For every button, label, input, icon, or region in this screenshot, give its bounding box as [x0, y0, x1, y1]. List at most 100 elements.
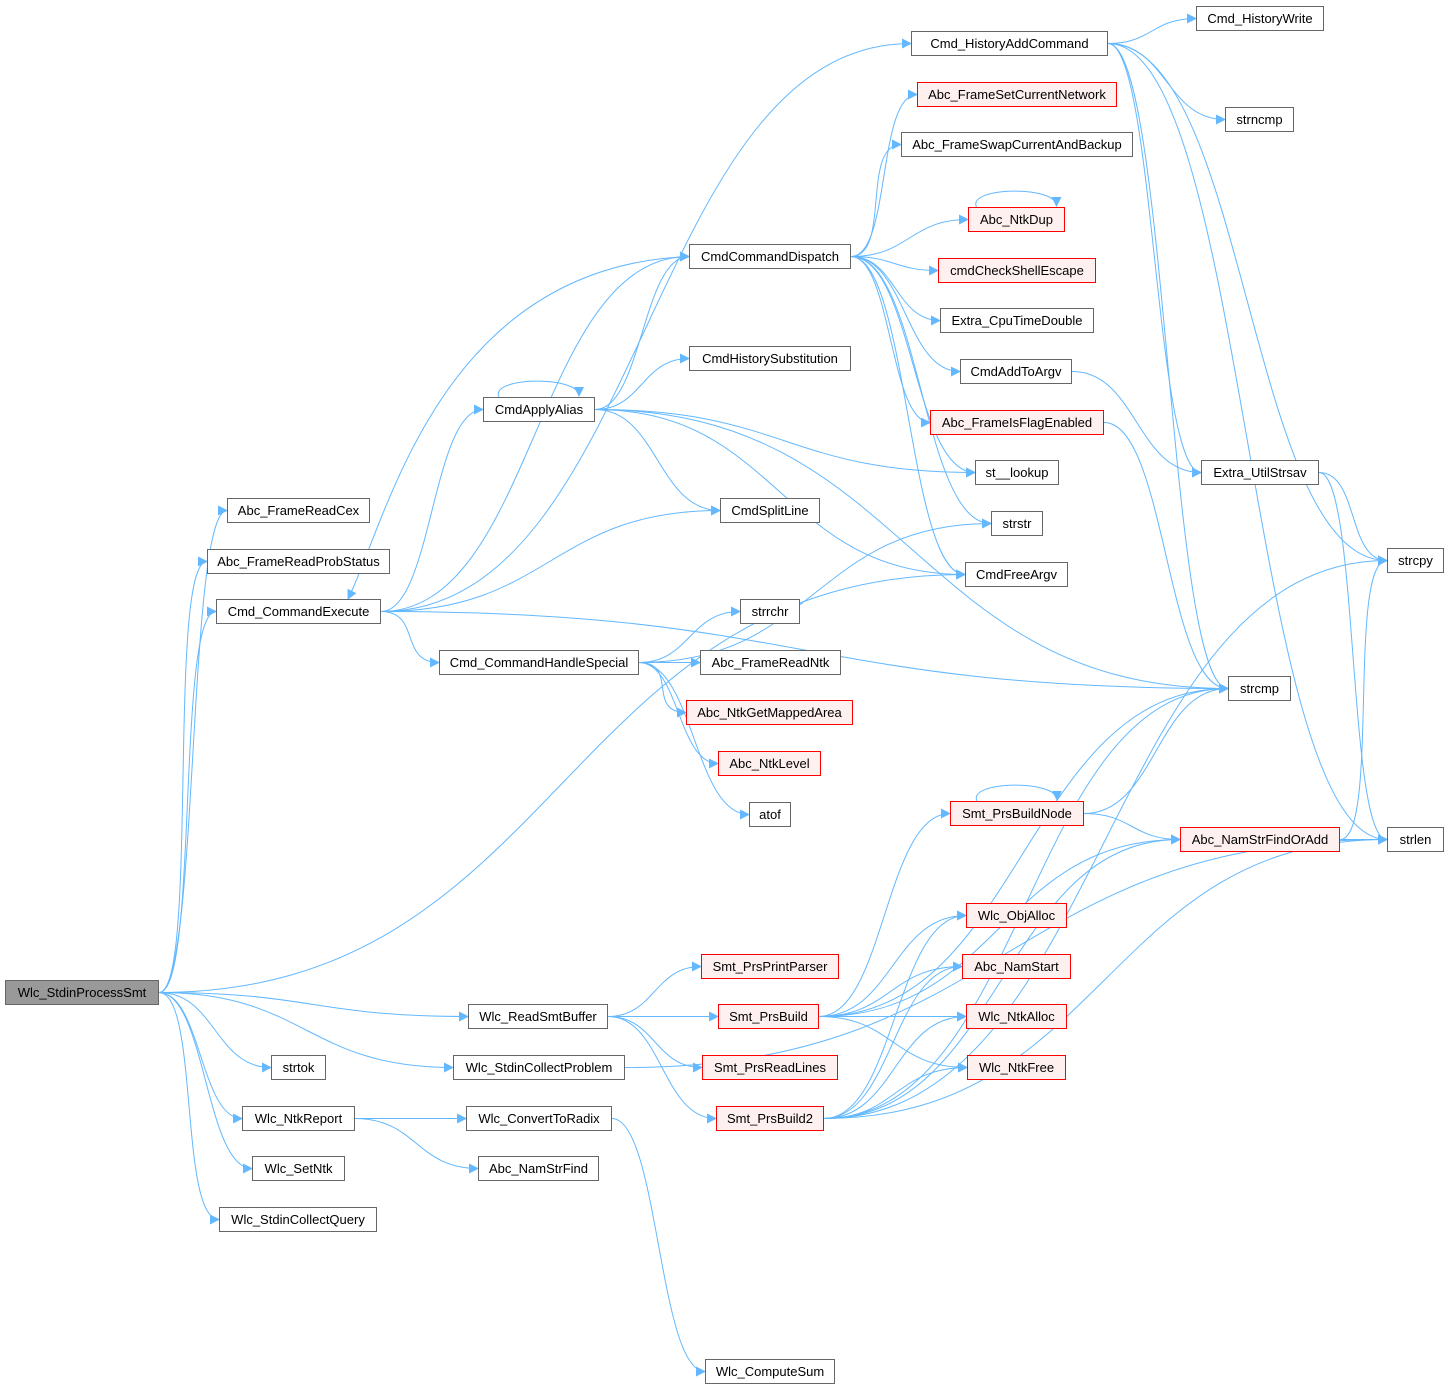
- edge-cmd-command-dispatch-to-abc-ntk-dup: [850, 214, 969, 257]
- node-abc-nam-start[interactable]: Abc_NamStart: [962, 954, 1071, 979]
- edge-smt-prs-build-node-to-strcmp: [1083, 683, 1229, 814]
- edge-cmd-command-dispatch-to-cmd-add-to-argv: [850, 256, 961, 377]
- edge-cmd-command-execute-to-cmd-split-line: [380, 505, 721, 612]
- node-extra-util-strsav[interactable]: Extra_UtilStrsav: [1201, 460, 1319, 485]
- edge-wlc-stdin-process-smt-to-wlc-read-smt-buffer: [158, 992, 469, 1022]
- edge-smt-prs-build2-to-strlen: [823, 834, 1388, 1119]
- node-cmd-history-substitution[interactable]: CmdHistorySubstitution: [689, 346, 851, 371]
- node-abc-frame-read-cex[interactable]: Abc_FrameReadCex: [227, 498, 370, 523]
- node-wlc-stdin-collect-query[interactable]: Wlc_StdinCollectQuery: [219, 1207, 377, 1232]
- node-extra-cpu-time-double[interactable]: Extra_CpuTimeDouble: [940, 308, 1094, 333]
- node-cmd-apply-alias[interactable]: CmdApplyAlias: [483, 397, 595, 422]
- node-abc-nam-str-find[interactable]: Abc_NamStrFind: [478, 1156, 599, 1181]
- edge-cmd-command-dispatch-to-cmd-check-shell-escape: [850, 256, 939, 276]
- node-cmd-history-add-command[interactable]: Cmd_HistoryAddCommand: [911, 31, 1108, 56]
- node-abc-frame-is-flag-enabled[interactable]: Abc_FrameIsFlagEnabled: [930, 410, 1104, 435]
- node-wlc-set-ntk[interactable]: Wlc_SetNtk: [252, 1156, 345, 1181]
- edge-abc-ntk-dup-to-abc-ntk-dup: [975, 190, 1062, 208]
- edge-smt-prs-build2-to-wlc-ntk-alloc: [823, 1011, 967, 1119]
- edge-abc-frame-is-flag-enabled-to-strcmp: [1103, 422, 1229, 694]
- node-wlc-convert-to-radix[interactable]: Wlc_ConvertToRadix: [466, 1106, 612, 1131]
- node-strtok[interactable]: strtok: [271, 1055, 326, 1080]
- node-smt-prs-build-node[interactable]: Smt_PrsBuildNode: [950, 801, 1084, 826]
- edge-cmd-command-dispatch-to-abc-frame-swap-current-and-backup: [850, 139, 902, 257]
- edge-cmd-command-dispatch-to-cmd-command-execute: [347, 256, 690, 600]
- edge-extra-util-strsav-to-strcpy: [1318, 472, 1388, 566]
- edge-wlc-stdin-process-smt-to-wlc-set-ntk: [158, 992, 253, 1174]
- node-abc-ntk-dup[interactable]: Abc_NtkDup: [968, 207, 1065, 232]
- edge-wlc-read-smt-buffer-to-smt-prs-print-parser: [607, 961, 702, 1017]
- edge-cmd-command-execute-to-cmd-history-add-command: [380, 38, 912, 612]
- node-wlc-stdin-process-smt[interactable]: Wlc_StdinProcessSmt: [5, 980, 159, 1005]
- node-smt-prs-build2[interactable]: Smt_PrsBuild2: [716, 1106, 824, 1131]
- node-abc-frame-set-current-network[interactable]: Abc_FrameSetCurrentNetwork: [917, 82, 1117, 107]
- node-smt-prs-read-lines[interactable]: Smt_PrsReadLines: [702, 1055, 838, 1080]
- edge-wlc-stdin-process-smt-to-wlc-stdin-collect-problem: [158, 992, 454, 1073]
- node-abc-frame-read-ntk[interactable]: Abc_FrameReadNtk: [700, 650, 841, 675]
- edge-cmd-command-execute-to-cmd-command-dispatch: [380, 251, 690, 612]
- edge-wlc-convert-to-radix-to-wlc-compute-sum: [611, 1118, 706, 1377]
- node-cmd-command-dispatch[interactable]: CmdCommandDispatch: [689, 244, 851, 269]
- node-strcmp[interactable]: strcmp: [1228, 676, 1291, 701]
- edge-smt-prs-build-node-to-abc-nam-str-find-or-add: [1083, 813, 1181, 845]
- node-abc-ntk-level[interactable]: Abc_NtkLevel: [718, 751, 821, 776]
- node-cmd-history-write[interactable]: Cmd_HistoryWrite: [1196, 6, 1324, 31]
- edge-cmd-command-dispatch-to-cmd-free-argv: [850, 256, 966, 580]
- node-abc-nam-str-find-or-add[interactable]: Abc_NamStrFindOrAdd: [1180, 827, 1340, 852]
- edge-smt-prs-build-to-wlc-obj-alloc: [818, 910, 967, 1017]
- node-abc-frame-read-prob-status[interactable]: Abc_FrameReadProbStatus: [207, 549, 390, 574]
- edge-smt-prs-build2-to-abc-nam-str-find-or-add: [823, 834, 1181, 1119]
- edge-wlc-stdin-process-smt-to-wlc-stdin-collect-query: [158, 992, 220, 1225]
- node-wlc-ntk-alloc[interactable]: Wlc_NtkAlloc: [966, 1004, 1067, 1029]
- node-wlc-compute-sum[interactable]: Wlc_ComputeSum: [705, 1359, 835, 1384]
- edge-cmd-apply-alias-to-strcmp: [594, 409, 1229, 694]
- edge-cmd-apply-alias-to-st-lookup: [594, 409, 976, 478]
- edge-smt-prs-build2-to-strcpy: [823, 555, 1388, 1119]
- node-strcpy[interactable]: strcpy: [1387, 548, 1444, 573]
- node-wlc-obj-alloc[interactable]: Wlc_ObjAlloc: [966, 903, 1067, 928]
- edge-smt-prs-build-to-smt-prs-build-node: [818, 808, 951, 1017]
- edge-abc-nam-str-find-or-add-to-strcpy: [1339, 555, 1388, 840]
- edge-cmd-command-handle-special-to-strrchr: [638, 606, 741, 663]
- node-wlc-read-smt-buffer[interactable]: Wlc_ReadSmtBuffer: [468, 1004, 608, 1029]
- node-abc-ntk-get-mapped-area[interactable]: Abc_NtkGetMappedArea: [686, 700, 853, 725]
- node-wlc-ntk-report[interactable]: Wlc_NtkReport: [242, 1106, 355, 1131]
- node-strrchr[interactable]: strrchr: [740, 599, 800, 624]
- node-cmd-check-shell-escape[interactable]: cmdCheckShellEscape: [938, 258, 1096, 283]
- edge-smt-prs-build-to-abc-nam-start: [818, 961, 963, 1017]
- node-wlc-stdin-collect-problem[interactable]: Wlc_StdinCollectProblem: [453, 1055, 625, 1080]
- edge-wlc-stdin-process-smt-to-abc-frame-read-prob-status: [158, 556, 208, 993]
- node-atof[interactable]: atof: [749, 802, 791, 827]
- edge-cmd-apply-alias-to-cmd-command-dispatch: [594, 251, 690, 410]
- edge-cmd-add-to-argv-to-extra-util-strsav: [1071, 371, 1202, 478]
- edge-cmd-apply-alias-to-cmd-free-argv: [594, 409, 966, 580]
- node-smt-prs-build[interactable]: Smt_PrsBuild: [718, 1004, 819, 1029]
- node-smt-prs-print-parser[interactable]: Smt_PrsPrintParser: [701, 954, 839, 979]
- edge-wlc-stdin-process-smt-to-abc-frame-read-cex: [158, 505, 228, 993]
- edge-cmd-history-add-command-to-cmd-history-write: [1107, 13, 1197, 44]
- edge-cmd-command-handle-special-to-atof: [638, 662, 750, 820]
- edge-cmd-command-dispatch-to-strstr: [850, 256, 992, 529]
- edge-cmd-command-handle-special-to-abc-ntk-get-mapped-area: [638, 662, 687, 718]
- edge-cmd-command-dispatch-to-abc-frame-set-current-network: [850, 89, 918, 257]
- node-abc-frame-swap-current-and-backup[interactable]: Abc_FrameSwapCurrentAndBackup: [901, 132, 1133, 157]
- node-cmd-command-handle-special[interactable]: Cmd_CommandHandleSpecial: [439, 650, 639, 675]
- node-strstr[interactable]: strstr: [991, 511, 1043, 536]
- edge-extra-util-strsav-to-strlen: [1318, 472, 1388, 845]
- edge-cmd-apply-alias-to-cmd-apply-alias: [497, 380, 584, 398]
- node-cmd-free-argv[interactable]: CmdFreeArgv: [965, 562, 1068, 587]
- node-st-lookup[interactable]: st__lookup: [975, 460, 1059, 485]
- node-cmd-command-execute[interactable]: Cmd_CommandExecute: [216, 599, 381, 624]
- edge-cmd-command-handle-special-to-abc-ntk-level: [638, 662, 719, 769]
- edge-wlc-stdin-collect-problem-to-strlen: [624, 834, 1388, 1068]
- node-cmd-add-to-argv[interactable]: CmdAddToArgv: [960, 359, 1072, 384]
- edge-wlc-ntk-report-to-abc-nam-str-find: [354, 1118, 479, 1174]
- node-strncmp[interactable]: strncmp: [1225, 107, 1294, 132]
- edge-cmd-apply-alias-to-cmd-split-line: [594, 409, 721, 516]
- node-wlc-ntk-free[interactable]: Wlc_NtkFree: [967, 1055, 1066, 1080]
- edge-smt-prs-build-to-strcmp: [818, 683, 1229, 1017]
- node-strlen[interactable]: strlen: [1387, 827, 1444, 852]
- node-cmd-split-line[interactable]: CmdSplitLine: [720, 498, 820, 523]
